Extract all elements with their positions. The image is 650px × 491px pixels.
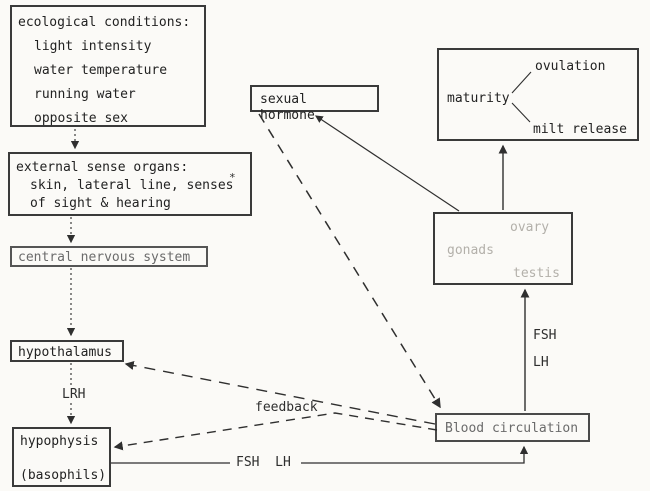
maturity-box: maturity ovulation milt release [437, 48, 639, 141]
blood-circulation-box: Blood circulation [435, 413, 590, 442]
milt-release-label: milt release [533, 122, 627, 137]
central-nervous-system-box: central nervous system [10, 246, 208, 267]
arrow-sexual-hormone-to-blood [258, 113, 441, 409]
testis-label: testis [513, 266, 560, 281]
arrow-fsh-lh-to-blood-circulation [301, 445, 529, 464]
fsh-edge-label: FSH [533, 328, 557, 343]
eco-item-running-water: running water [34, 87, 136, 102]
gonads-label: gonads [447, 243, 494, 258]
arrow-feedback-to-hypothalamus [124, 361, 436, 425]
hypophysis-sublabel: (basophils) [20, 468, 107, 483]
hypothalamus-box: hypothalamus [10, 340, 124, 362]
sense-organs-line1: skin, lateral line, senses [30, 178, 234, 193]
sense-organs-title: external sense organs: [16, 160, 189, 175]
blood-circulation-label: Blood circulation [445, 421, 579, 436]
asterisk-mark: * [229, 171, 236, 184]
eco-item-light-intensity: light intensity [34, 39, 152, 54]
ovary-label: ovary [510, 220, 550, 235]
hypophysis-box: hypophysis (basophils) [12, 427, 111, 487]
ecological-conditions-box: ecological conditions: light intensity w… [10, 5, 206, 127]
eco-item-water-temperature: water temperature [34, 63, 168, 78]
hypothalamus-label: hypothalamus [18, 345, 112, 360]
ovulation-label: ovulation [535, 59, 606, 74]
arrow-feedback-to-hypophysis [113, 412, 438, 451]
gonads-box: ovary gonads testis [433, 212, 573, 285]
external-sense-organs-box: external sense organs: skin, lateral lin… [8, 152, 252, 216]
cns-label: central nervous system [18, 250, 191, 265]
feedback-edge-label: feedback [255, 400, 318, 415]
eco-item-opposite-sex: opposite sex [34, 111, 128, 126]
sense-organs-line2: of sight & hearing [30, 196, 171, 211]
maturity-label: maturity [447, 91, 510, 106]
sexual-hormone-box: sexual hormone [250, 85, 379, 123]
hypophysis-label: hypophysis [20, 434, 99, 449]
fsh-lh-edge-label: FSH LH [236, 455, 291, 470]
sexual-hormone-label: sexual hormone [260, 92, 315, 123]
lh-edge-label: LH [533, 355, 549, 370]
ecological-conditions-title: ecological conditions: [18, 15, 191, 30]
lrh-edge-label: LRH [62, 387, 86, 402]
